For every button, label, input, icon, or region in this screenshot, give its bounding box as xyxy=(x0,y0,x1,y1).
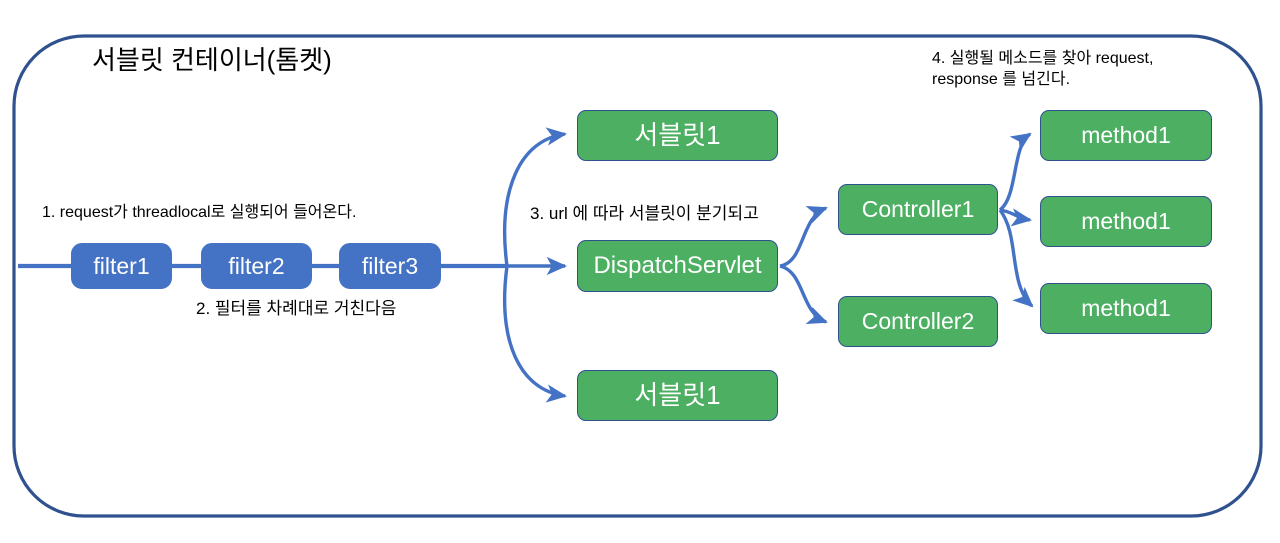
node-method-top[interactable]: method1 xyxy=(1040,110,1212,161)
node-filter3-label: filter3 xyxy=(361,252,419,279)
node-servlet-top-label: 서블릿1 xyxy=(634,119,721,150)
wire-dispatch-to-controller1 xyxy=(779,206,828,268)
wire-branch-to-servlet-top xyxy=(503,127,568,267)
node-method-bottom-label: method1 xyxy=(1081,295,1171,322)
node-method-top-label: method1 xyxy=(1081,122,1171,149)
node-servlet-bottom[interactable]: 서블릿1 xyxy=(577,370,778,421)
node-method-bottom[interactable]: method1 xyxy=(1040,283,1212,334)
container-title: 서블릿 컨테이너(톰켓) xyxy=(92,45,332,75)
node-filter2-label: filter2 xyxy=(228,252,285,279)
annotation-step-2: 2. 필터를 차례대로 거친다음 xyxy=(196,299,397,318)
node-servlet-bottom-label: 서블릿1 xyxy=(634,379,721,410)
node-filter1[interactable]: filter1 xyxy=(71,243,172,289)
node-controller2[interactable]: Controller2 xyxy=(838,296,998,347)
node-servlet-top[interactable]: 서블릿1 xyxy=(577,110,778,161)
wire-controller1-to-method-top xyxy=(998,132,1032,212)
annotation-step-4: 4. 실행될 메소드를 찾아 request, response 를 넘긴다. xyxy=(932,50,1154,89)
node-filter1-label: filter1 xyxy=(93,252,150,279)
node-controller2-label: Controller2 xyxy=(861,308,975,335)
node-method-middle[interactable]: method1 xyxy=(1040,196,1212,247)
node-method-middle-label: method1 xyxy=(1081,208,1171,235)
node-dispatch-servlet[interactable]: DispatchServlet xyxy=(577,240,778,292)
node-controller1-label: Controller1 xyxy=(861,196,975,223)
wire-dispatch-to-controller2 xyxy=(779,264,828,324)
node-filter3[interactable]: filter3 xyxy=(339,243,441,289)
annotation-step-3: 3. url 에 따라 서블릿이 분기되고 xyxy=(530,204,759,223)
wire-branch-to-servlet-bottom xyxy=(503,265,568,403)
wire-controller1-to-method-bottom xyxy=(998,208,1034,308)
wire-controller1-to-method-middle xyxy=(999,208,1033,227)
node-controller1[interactable]: Controller1 xyxy=(838,184,998,235)
node-dispatch-servlet-label: DispatchServlet xyxy=(593,252,762,280)
annotation-step-1: 1. request가 threadlocal로 실행되어 들어온다. xyxy=(42,204,357,221)
node-filter2[interactable]: filter2 xyxy=(201,243,312,289)
